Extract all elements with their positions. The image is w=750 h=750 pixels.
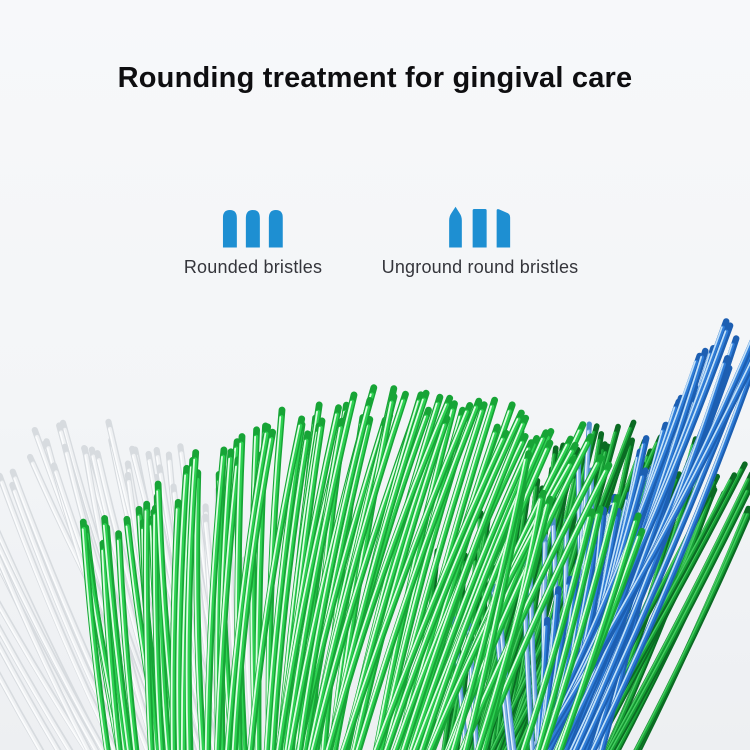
feature-label: Unground round bristles <box>381 257 579 277</box>
rounded-bristles-icon <box>223 210 283 248</box>
feature-unground-bristles: Unground round bristles <box>382 204 579 278</box>
feature-rounded-bristles: Rounded bristles <box>184 204 322 278</box>
feature-label: Rounded bristles <box>183 257 323 277</box>
page-title: Rounding treatment for gingival care <box>117 62 633 94</box>
unground-bristles-icon <box>449 206 511 248</box>
